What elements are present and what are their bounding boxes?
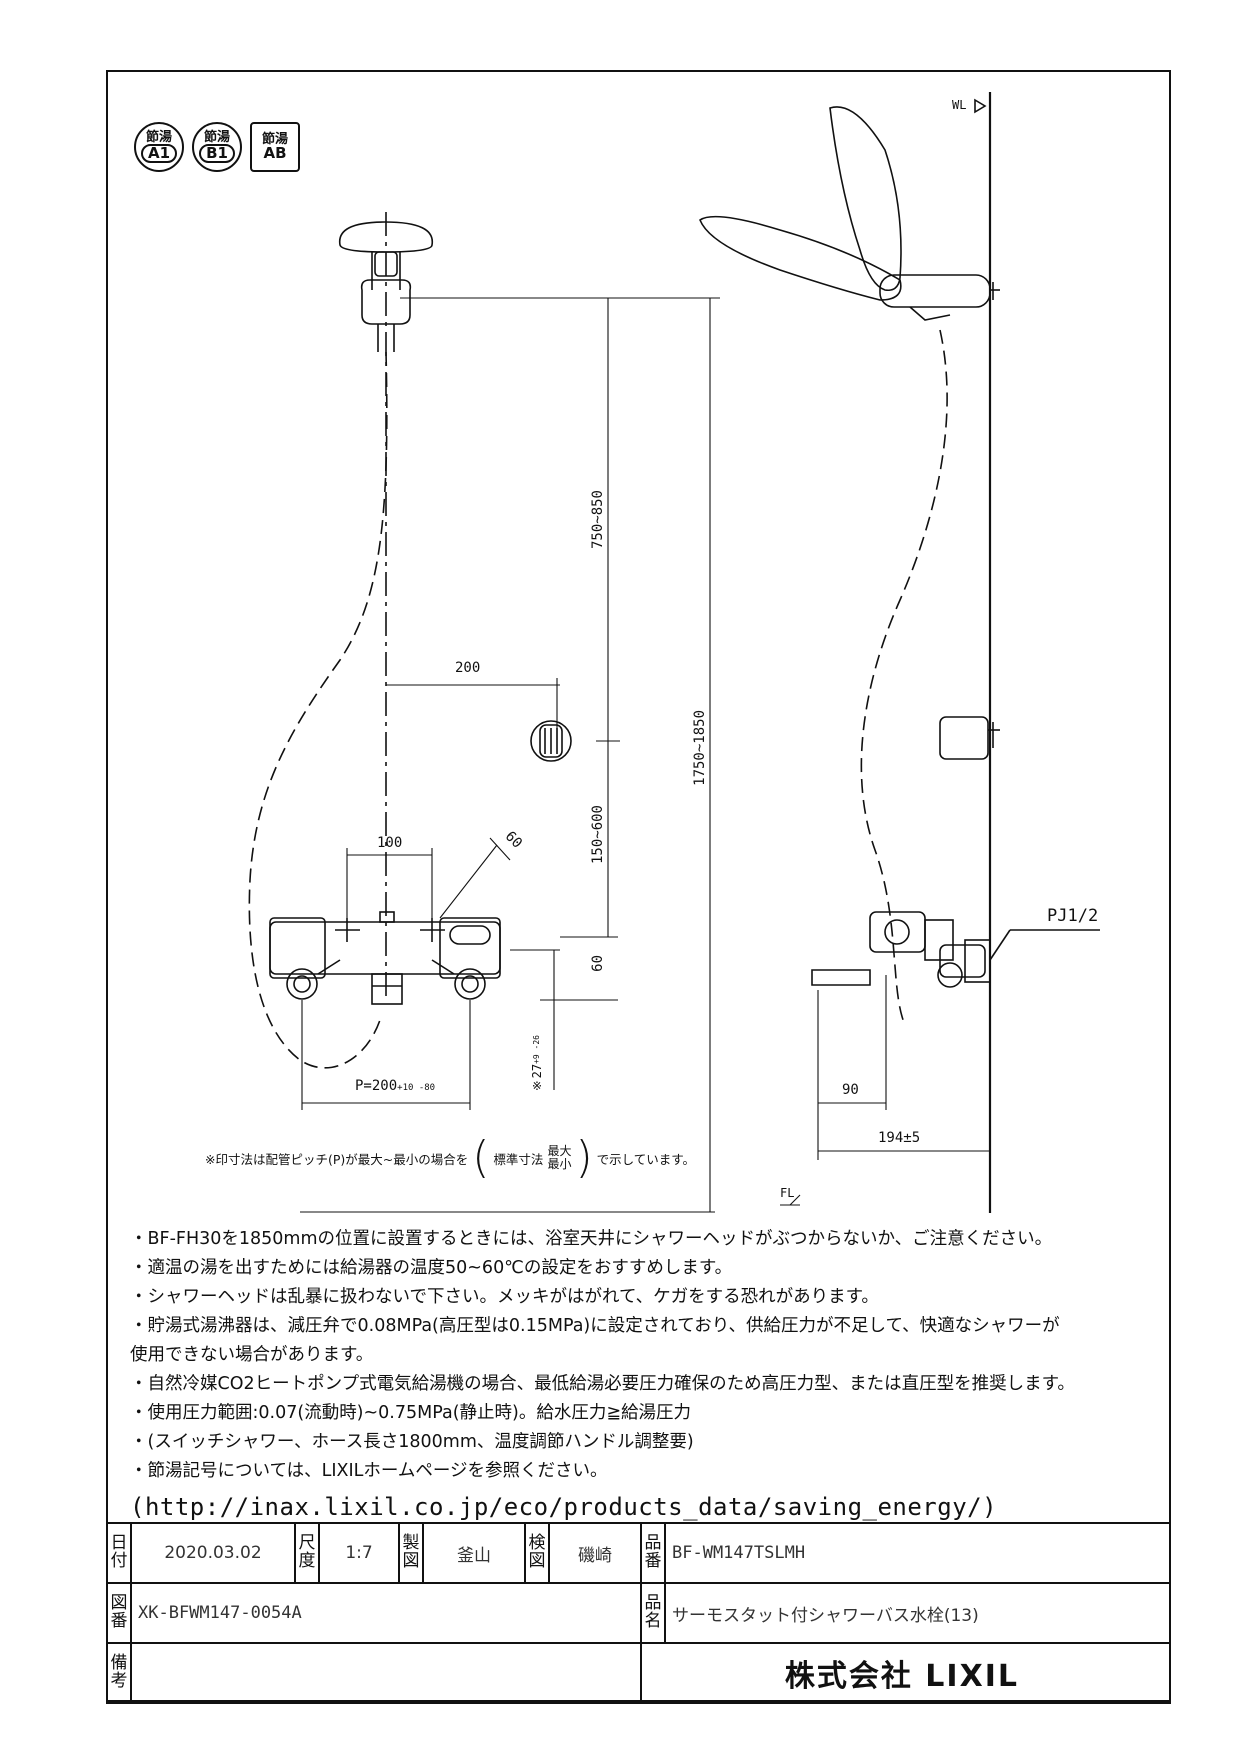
remarks-value [130, 1642, 642, 1704]
drawn-value: 釜山 [422, 1522, 526, 1584]
note-line: ・適温の湯を出すためには給湯器の温度50~60℃の設定をおすすめします。 [130, 1258, 733, 1278]
side-wall-hanger [939, 716, 989, 760]
fl-label: FL [780, 1186, 795, 1200]
reference-url: (http://inax.lixil.co.jp/eco/products_da… [130, 1493, 998, 1521]
drawing-no-value: XK-BFWM147-0054A [130, 1582, 642, 1644]
product-label: 品名 [640, 1582, 666, 1644]
side-shower-head-upper [829, 106, 902, 292]
dim-27: ※27+9 -26 [530, 1035, 544, 1093]
note-line: ・BF-FH30を1850mmの位置に設置するときには、浴室天井にシャワーヘッド… [130, 1229, 1053, 1249]
company-logo: 株式会社 LIXIL [640, 1642, 1171, 1704]
pj-label: PJ1/2 [1047, 906, 1099, 926]
scale-label: 尺度 [294, 1522, 320, 1584]
front-hook [360, 279, 412, 325]
note-line: ・節湯記号については、LIXILホームページを参照ください。 [130, 1461, 608, 1481]
badge-b1: 節湯 B1 [192, 122, 242, 172]
front-hose [248, 351, 388, 1069]
front-faucet-body [269, 921, 501, 975]
side-faucet-body [869, 911, 926, 953]
front-left-inlet [286, 968, 318, 1000]
note-line: ・自然冷媒CO2ヒートポンプ式電気給湯機の場合、最低給湯必要圧力確保のため高圧力… [130, 1374, 1075, 1394]
dim-100: 100 [377, 835, 403, 851]
dim-750-850: 750~850 [590, 490, 606, 550]
note-line: ・シャワーヘッドは乱暴に扱わないで下さい。メッキがはがれて、ケガをする恐れがあり… [130, 1287, 879, 1307]
badge-a1: 節湯 A1 [134, 122, 184, 172]
scale-value: 1:7 [318, 1522, 400, 1584]
front-right-inlet [454, 968, 486, 1000]
dim-194: 194±5 [878, 1130, 921, 1146]
dim-200: 200 [455, 660, 481, 676]
dim-pitch: P=200+10 -80 [355, 1078, 436, 1094]
note-line: ・貯湯式湯沸器は、減圧弁で0.08MPa(高圧型は0.15MPa)に設定されてお… [130, 1316, 1060, 1336]
side-hose [860, 329, 948, 1026]
part-no-label: 品番 [640, 1522, 666, 1584]
product-value: サーモスタット付シャワーバス水栓(13) [664, 1582, 1171, 1644]
wl-label: WL [952, 98, 967, 112]
part-no-value: BF-WM147TSLMH [664, 1522, 1171, 1584]
date-label: 日付 [106, 1522, 132, 1584]
note-line: ・使用圧力範囲:0.07(流動時)~0.75MPa(静止時)。給水圧力≧給湯圧力 [130, 1403, 692, 1423]
dim-60: 60 [590, 955, 606, 972]
water-saving-badges: 節湯 A1 節湯 B1 節湯 AB [134, 122, 300, 172]
side-hook-arm [879, 274, 991, 308]
side-spout [811, 969, 871, 986]
dimension-note: ※印寸法は配管ピッチ(P)が最大~最小の場合を ( 標準寸法 最大 最小 ) で… [205, 1132, 696, 1183]
drawn-label: 製図 [398, 1522, 424, 1584]
remarks-label: 備考 [106, 1642, 132, 1704]
badge-ab: 節湯 AB [250, 122, 300, 172]
note-line: ・(スイッチシャワー、ホース長さ1800mm、温度調節ハンドル調整要) [130, 1432, 694, 1452]
dim-1750-1850: 1750~1850 [692, 710, 708, 786]
checked-value: 磯崎 [548, 1522, 642, 1584]
date-value: 2020.03.02 [130, 1522, 296, 1584]
dim-150-600: 150~600 [590, 805, 606, 865]
side-shower-head-lower [699, 215, 902, 301]
front-wall-hanger [530, 720, 572, 762]
title-block: 日付 2020.03.02 尺度 1:7 製図 釜山 検図 磯崎 品番 BF-W… [106, 1522, 1171, 1704]
front-shower-head [338, 221, 434, 253]
dim-90: 90 [842, 1082, 859, 1098]
checked-label: 検図 [524, 1522, 550, 1584]
drawing-no-label: 図番 [106, 1582, 132, 1644]
note-line: 使用できない場合があります。 [130, 1345, 374, 1365]
